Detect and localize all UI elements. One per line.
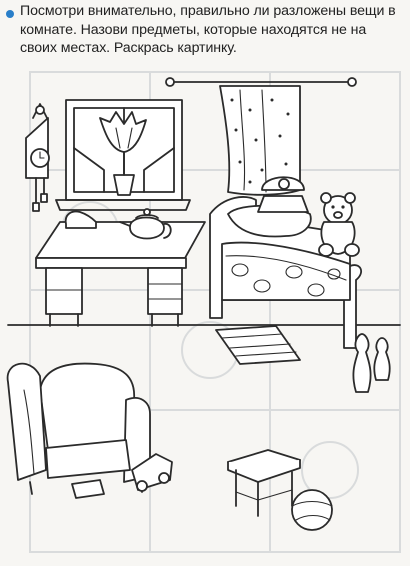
- bullet-icon: [6, 10, 14, 18]
- telephone: [257, 176, 309, 213]
- rug: [215, 325, 301, 365]
- ball: [291, 489, 333, 531]
- desk: [35, 221, 206, 327]
- book: [71, 479, 105, 499]
- bowling-pins: [352, 333, 391, 393]
- armchair: [6, 362, 151, 495]
- brush-in-pot: [99, 111, 147, 196]
- coloring-scene: [0, 60, 410, 561]
- teddy-bear: [318, 192, 360, 257]
- toy-car: [131, 453, 173, 492]
- curtain: [165, 77, 357, 196]
- instruction-text: Посмотри внимательно, правильно ли разло…: [20, 3, 396, 56]
- stool: [227, 449, 301, 517]
- shoe: [64, 210, 97, 229]
- wall-clock: [25, 103, 50, 212]
- instruction-block: Посмотри внимательно, правильно ли разло…: [6, 2, 404, 58]
- teapot: [119, 208, 172, 240]
